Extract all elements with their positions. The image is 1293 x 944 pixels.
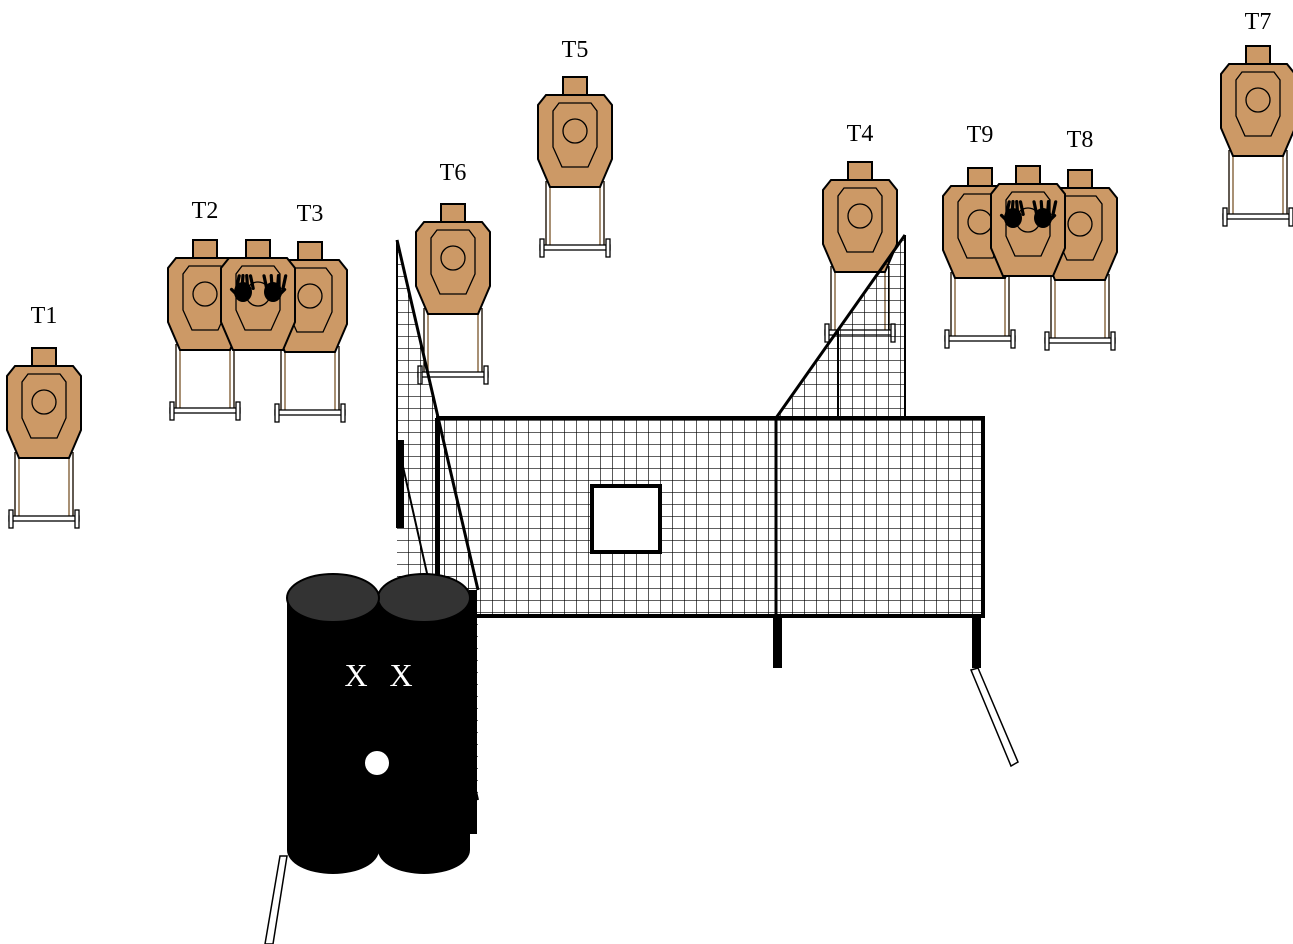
barrel-left — [286, 573, 380, 874]
stand-t1 — [8, 452, 80, 529]
barrel-mark-left: X — [344, 657, 367, 693]
hands-icon — [229, 274, 288, 302]
barrels: X X — [264, 573, 471, 944]
wall-leg — [972, 616, 981, 668]
target-label-t8: T8 — [1067, 127, 1094, 153]
no-shoots — [220, 165, 1066, 351]
no-shoot-ns-left — [220, 239, 296, 351]
target-label-t7: T7 — [1245, 9, 1272, 35]
stand-t2 — [169, 344, 241, 421]
barrel-brace — [264, 855, 288, 944]
wall-window — [590, 484, 662, 554]
targets — [6, 45, 1293, 459]
target-label-t4: T4 — [847, 121, 874, 147]
target-label-t9: T9 — [967, 122, 994, 148]
target-t5 — [537, 76, 613, 188]
wall-brace — [969, 667, 1019, 768]
target-t6 — [415, 203, 491, 315]
no-shoot-target — [990, 165, 1066, 277]
wall-post — [469, 590, 477, 834]
no-shoot-ns-right — [990, 165, 1066, 277]
wall-post — [396, 440, 404, 528]
target-t7 — [1220, 45, 1293, 157]
stand-t7 — [1222, 150, 1293, 227]
stand-t8 — [1044, 274, 1116, 351]
barrel-mark-right: X — [389, 657, 412, 693]
wall-leg — [773, 616, 782, 668]
target-label-t5: T5 — [562, 37, 589, 63]
mesh-wall-main-panel — [436, 416, 1019, 768]
target-label-t6: T6 — [440, 160, 467, 186]
mesh-wall — [395, 234, 1019, 834]
stand-t9 — [944, 272, 1016, 349]
no-shoot-target — [220, 239, 296, 351]
target-t4 — [822, 161, 898, 273]
barrel-shooting-port — [365, 751, 389, 775]
target-label-t1: T1 — [31, 303, 58, 329]
target-label-t3: T3 — [297, 201, 324, 227]
hands-icon — [999, 200, 1058, 228]
barrel-right — [377, 573, 471, 874]
target-t1 — [6, 347, 82, 459]
target-label-t2: T2 — [192, 198, 219, 224]
stand-t5 — [539, 181, 611, 258]
stand-t3 — [274, 346, 346, 423]
